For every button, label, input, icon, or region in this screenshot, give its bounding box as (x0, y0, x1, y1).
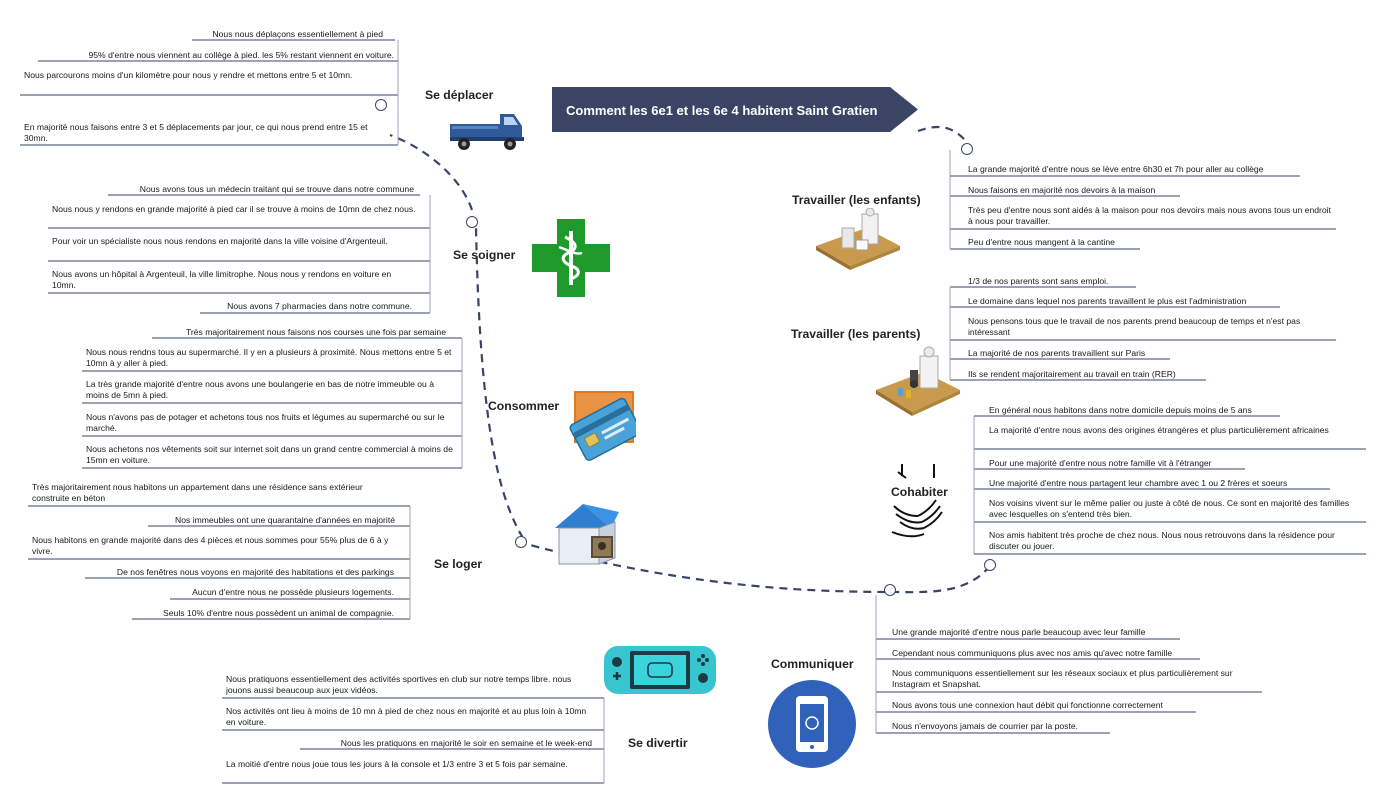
consommer-item-5: Nous achetons nos vêtements soit sur int… (86, 444, 453, 465)
communiquer-item-4: Nous avons tous une connexion haut débit… (892, 700, 1163, 710)
divertir-item-4: La moitié d'entre nous joue tous les jou… (226, 759, 568, 769)
connector-ring-communiquer[interactable] (884, 584, 896, 596)
consommer-item-2: Nous nous rendns tous au supermarché. Il… (86, 347, 452, 368)
topic-communiquer[interactable]: Communiquer (771, 657, 854, 671)
title-arrow-shape (552, 87, 918, 132)
topic-consommer[interactable]: Consommer (488, 399, 560, 413)
consommer-item-3: La très grande majorité d'entre nous avo… (86, 379, 435, 400)
cohabiter-item-4: Une majorité d'entre nous partagent leur… (989, 478, 1288, 488)
connector-ring-deplacer[interactable] (375, 99, 387, 111)
parents-item-4: La majorité de nos parents travaillent s… (968, 348, 1146, 358)
dashed-path-soigner-to-deplacer (389, 133, 474, 211)
topic-travailler-parents[interactable]: Travailler (les parents) (791, 327, 921, 341)
soigner-item-1: Nous avons tous un médecin traitant qui … (139, 184, 414, 194)
truck-icon (450, 114, 524, 150)
cohabiter-item-6: Nos amis habitent très proche de chez no… (989, 530, 1335, 551)
soigner-item-2: Nous nous y rendons en grande majorité à… (52, 204, 416, 214)
student-desk-icon (816, 208, 900, 270)
topic-cohabiter[interactable]: Cohabiter (891, 485, 948, 499)
parents-item-2: Le domaine dans lequel nos parents trava… (968, 296, 1247, 306)
smartphone-icon (768, 680, 856, 768)
enfants-item-1: La grande majorité d'entre nous se lève … (968, 164, 1264, 174)
cohabiter-item-5: Nos voisins vivent sur le même palier ou… (989, 498, 1350, 519)
loger-item-6: Seuls 10% d'entre nous possèdent un anim… (163, 608, 394, 618)
topic-se-soigner[interactable]: Se soigner (453, 248, 516, 262)
map-title-banner: Comment les 6e1 et les 6e 4 habitent Sai… (552, 87, 918, 132)
cohabiter-item-1: En général nous habitons dans notre domi… (989, 405, 1252, 415)
scientist-desk-icon (876, 346, 960, 416)
parents-item-3: Nous pensons tous que le travail de nos … (968, 316, 1301, 337)
deplacer-item-4: En majorité nous faisons entre 3 et 5 dé… (24, 122, 368, 143)
game-console-icon (604, 646, 716, 694)
map-title: Comment les 6e1 et les 6e 4 habitent Sai… (566, 103, 878, 118)
topic-se-divertir[interactable]: Se divertir (628, 736, 688, 750)
connector-ring-cohabiter[interactable] (984, 559, 996, 571)
consommer-item-1: Très majoritairement nous faisons nos co… (185, 327, 446, 337)
parents-item-5: Ils se rendent majoritairement au travai… (968, 369, 1176, 379)
topic-se-loger[interactable]: Se loger (434, 557, 483, 571)
communiquer-item-3: Nous communiquons essentiellement sur le… (892, 668, 1233, 689)
connector-ring-loger[interactable] (515, 536, 527, 548)
dashed-path-loger-to-soigner (474, 227, 524, 539)
communiquer-item-2: Cependant nous communiquons plus avec no… (892, 648, 1173, 658)
topic-travailler-enfants[interactable]: Travailler (les enfants) (792, 193, 921, 207)
parents-item-1: 1/3 de nos parents sont sans emploi. (968, 276, 1109, 286)
loger-item-5: Aucun d'entre nous ne possède plusieurs … (192, 587, 394, 597)
soigner-item-4: Nous avons un hôpital à Argenteuil, la v… (52, 269, 392, 290)
deplacer-item-3: Nous parcourons moins d'un kilomètre pou… (24, 70, 353, 80)
divertir-item-2: Nos activités ont lieu à moins de 10 mn … (226, 706, 587, 727)
consommer-item-4: Nous n'avons pas de potager et achetons … (86, 412, 445, 433)
pharmacy-cross-icon (532, 219, 610, 297)
enfants-item-2: Nous faisons en majorité nos devoirs à l… (968, 185, 1156, 195)
cohabiter-item-2: La majorité d'entre nous avons des origi… (989, 425, 1329, 435)
connector-ring-soigner[interactable] (466, 216, 478, 228)
deplacer-item-2: 95% d'entre nous viennent au collège à p… (88, 50, 395, 60)
communiquer-item-5: Nous n'envoyons jamais de courrier par l… (892, 721, 1079, 731)
connector-ring-enfants[interactable] (961, 143, 973, 155)
cohabiter-item-3: Pour une majorité d'entre nous notre fam… (989, 458, 1212, 468)
credit-card-icon (569, 391, 636, 461)
enfants-item-4: Peu d'entre nous mangent à la cantine (968, 237, 1115, 247)
loger-item-2: Nos immeubles ont une quarantaine d'anné… (175, 515, 395, 525)
deplacer-item-1: Nous nous déplaçons essentiellement à pi… (212, 29, 383, 39)
loger-item-4: De nos fenêtres nous voyons en majorité … (116, 567, 394, 577)
loger-item-3: Nous habitons en grande majorité dans de… (32, 535, 389, 556)
divertir-item-3: Nous les pratiquons en majorité le soir … (340, 738, 592, 748)
topic-se-deplacer[interactable]: Se déplacer (425, 88, 494, 102)
enfants-item-3: Très peu d'entre nous sont aidés à la ma… (968, 205, 1331, 226)
soigner-item-3: Pour voir un spécialiste nous nous rendo… (52, 236, 388, 246)
dashed-path-cohabiter-to-loger (529, 543, 991, 594)
loger-item-1: Très majoritairement nous habitons un ap… (32, 482, 363, 503)
soigner-item-5: Nous avons 7 pharmacies dans notre commu… (227, 301, 412, 311)
dashed-path-title-to-enfants (917, 125, 966, 141)
handshake-icon (891, 464, 943, 538)
house-icon (555, 504, 619, 565)
divertir-item-1: Nous pratiquons essentiellement des acti… (226, 674, 572, 695)
communiquer-item-1: Une grande majorité d'entre nous parle b… (892, 627, 1146, 637)
